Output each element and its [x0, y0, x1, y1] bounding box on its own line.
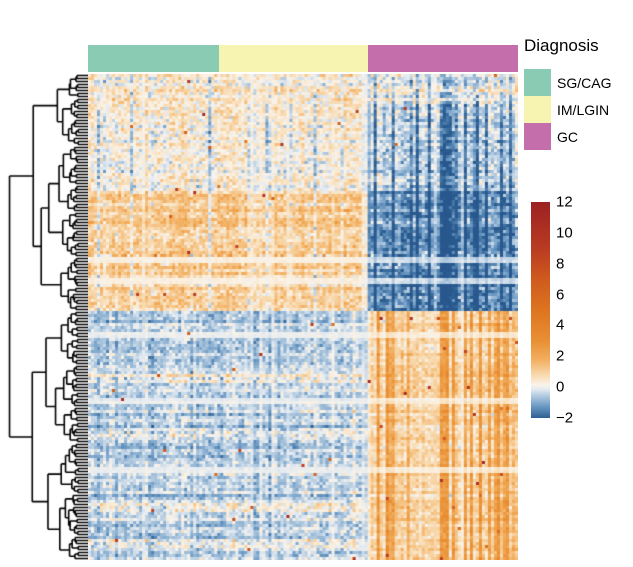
colorbar-tick-label: 2	[556, 347, 565, 365]
legend-swatch-gc	[524, 123, 551, 150]
colorbar-tick-label: −2	[556, 409, 574, 427]
colorbar-gradient	[531, 202, 550, 418]
colorbar-tick-label: 0	[556, 378, 565, 396]
legend-label-im-lgin: IM/LGIN	[557, 101, 610, 118]
legend-swatch-im-lgin	[524, 96, 551, 123]
legend-label-gc: GC	[557, 128, 578, 145]
legend-item-gc: GC	[524, 123, 611, 150]
legend-swatch-sg-cag	[524, 69, 551, 96]
row-dendrogram	[5, 74, 88, 560]
colorbar-tick-label: 8	[556, 255, 565, 273]
colorbar-tick-label: 4	[556, 316, 565, 334]
colorbar-tick-label: 12	[556, 193, 573, 211]
heatmap-matrix	[88, 74, 518, 560]
annotation-segment-gc	[368, 45, 518, 72]
colorbar-tick-label: 6	[556, 286, 565, 304]
colorbar-tick-label: 10	[556, 224, 573, 242]
colorbar: 12 10 8 6 4 2 0 −2	[531, 194, 621, 427]
legend-item-sg-cag: SG/CAG	[524, 69, 611, 96]
legend-item-im-lgin: IM/LGIN	[524, 96, 611, 123]
diagnosis-annotation-bar	[88, 45, 518, 72]
legend-title: Diagnosis	[524, 36, 599, 55]
legend-label-sg-cag: SG/CAG	[557, 74, 612, 91]
annotation-segment-sg-cag	[88, 45, 219, 72]
diagnosis-legend: Diagnosis SG/CAG IM/LGIN GC	[524, 36, 611, 150]
annotation-segment-im-lgin	[219, 45, 368, 72]
